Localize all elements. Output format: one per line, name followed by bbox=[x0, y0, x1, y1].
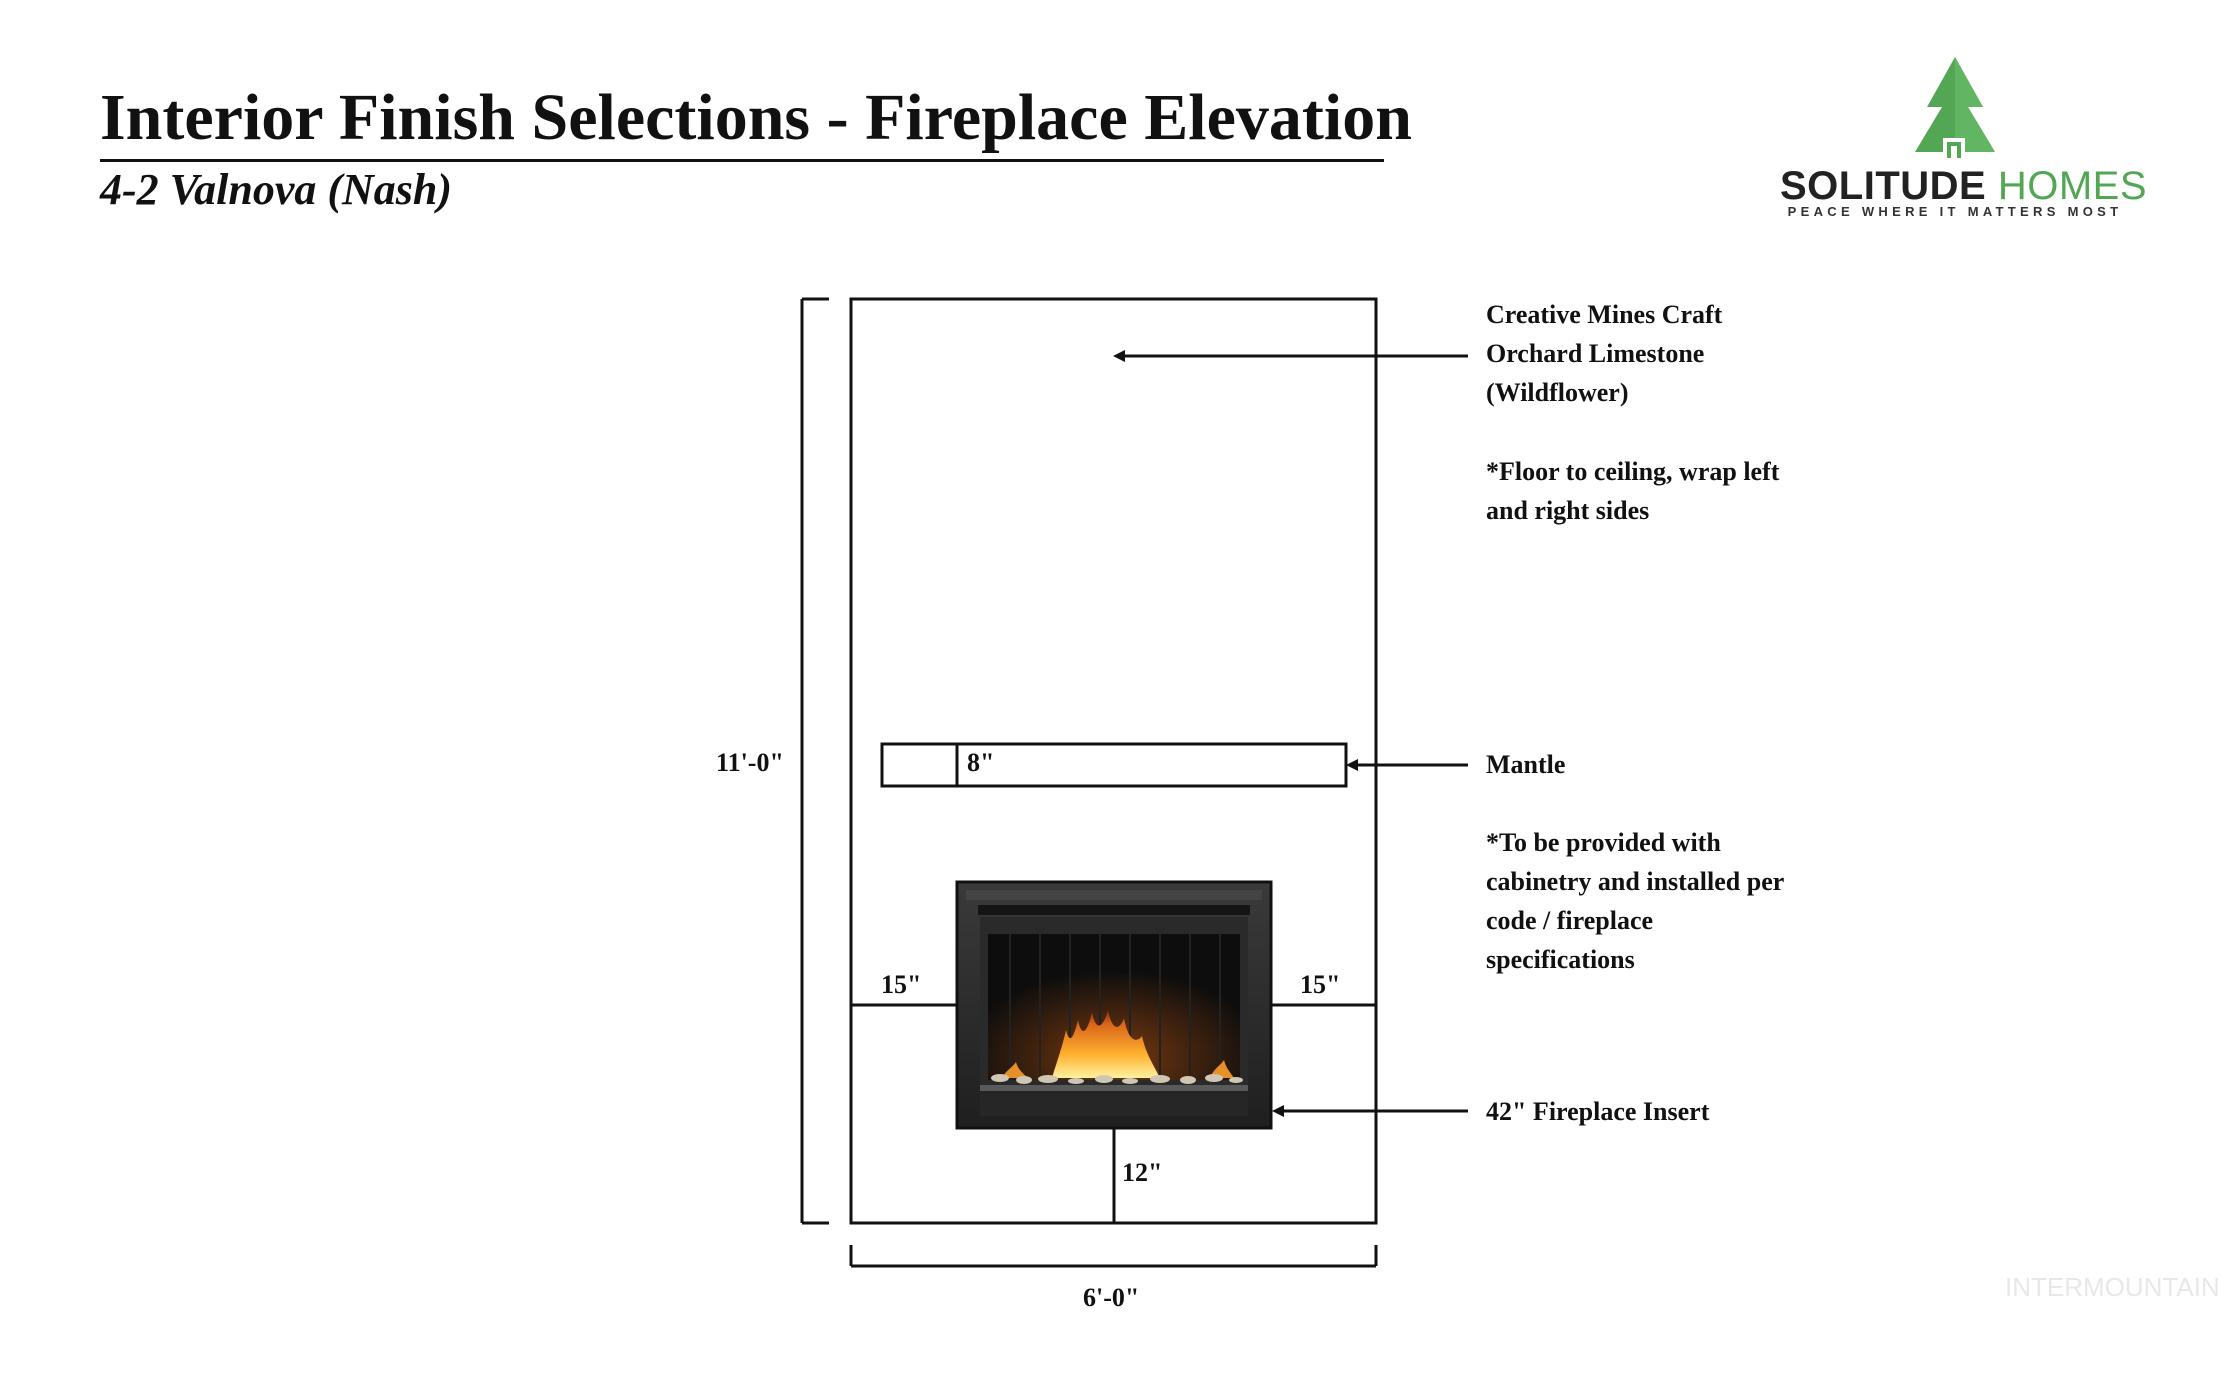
logo-name-secondary: HOMES bbox=[1997, 164, 2148, 208]
page-subtitle: 4-2 Valnova (Nash) bbox=[100, 165, 453, 214]
width-dimension-label: 6'-0" bbox=[1083, 1283, 1140, 1312]
note-line: specifications bbox=[1486, 945, 1635, 974]
note-line: code / fireplace bbox=[1486, 906, 1654, 935]
logo-name-primary: SOLITUDE bbox=[1780, 164, 1987, 208]
stone-finish-note: *Floor to ceiling, wrap left and right s… bbox=[1486, 452, 1779, 530]
left-clearance-label: 15" bbox=[881, 970, 922, 999]
note-line: and right sides bbox=[1486, 496, 1650, 525]
title-underline bbox=[100, 159, 1384, 162]
pine-tree-icon bbox=[1915, 57, 1995, 158]
callout-line: Creative Mines Craft bbox=[1486, 300, 1723, 329]
watermark: INTERMOUNTAIN bbox=[2005, 1272, 2220, 1302]
note-line: cabinetry and installed per bbox=[1486, 867, 1785, 896]
mantle-shelf bbox=[880, 742, 1348, 788]
mantle-depth-label: 8" bbox=[967, 748, 995, 777]
fireplace-insert-callout: 42" Fireplace Insert bbox=[1486, 1097, 1710, 1126]
note-line: *To be provided with bbox=[1486, 828, 1721, 857]
right-clearance-label: 15" bbox=[1300, 970, 1341, 999]
clearance-lines bbox=[851, 1003, 1376, 1223]
height-dimension-bracket bbox=[800, 297, 829, 1225]
stone-finish-callout: Creative Mines Craft Orchard Limestone (… bbox=[1486, 295, 1722, 412]
flame-icon bbox=[1052, 1010, 1160, 1078]
company-logo: SOLITUDE HOMES PEACE WHERE IT MATTERS MO… bbox=[1780, 52, 2147, 222]
bottom-clearance-label: 12" bbox=[1122, 1158, 1163, 1187]
logo-wordmark: SOLITUDE HOMES bbox=[1780, 164, 2147, 209]
page-title: Interior Finish Selections - Fireplace E… bbox=[100, 81, 1412, 154]
callout-arrows bbox=[1113, 350, 1468, 1117]
mantle-note: *To be provided with cabinetry and insta… bbox=[1486, 823, 1784, 979]
width-dimension-bracket bbox=[849, 1245, 1378, 1268]
fireplace-insert bbox=[955, 880, 1273, 1130]
note-line: *Floor to ceiling, wrap left bbox=[1486, 457, 1780, 486]
callout-line: (Wildflower) bbox=[1486, 378, 1629, 407]
mantle-callout: Mantle bbox=[1486, 750, 1566, 779]
callout-line: Orchard Limestone bbox=[1486, 339, 1705, 368]
height-dimension-label: 11'-0" bbox=[716, 748, 784, 777]
logo-tagline: PEACE WHERE IT MATTERS MOST bbox=[1787, 204, 2123, 219]
